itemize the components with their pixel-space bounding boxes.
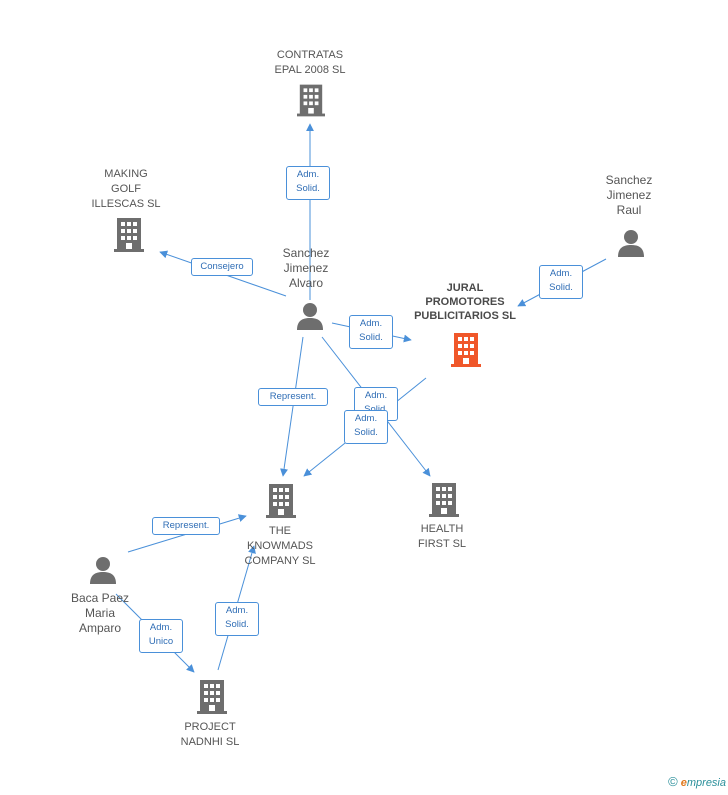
contratas-label[interactable]: CONTRATAS EPAL 2008 SL [274, 49, 346, 76]
making-golf-building-icon[interactable] [114, 218, 144, 252]
edge-label-project-knowmads: Adm. Solid. [215, 602, 259, 636]
making-golf-label[interactable]: MAKING GOLF ILLESCAS SL [91, 168, 161, 210]
knowmads-building-icon[interactable] [266, 484, 296, 518]
knowmads-label[interactable]: THE KNOWMADS COMPANY SL [244, 525, 316, 567]
health-label[interactable]: HEALTH FIRST SL [417, 523, 467, 550]
edge-label-alvaro-contratas: Adm. Solid. [286, 166, 330, 200]
edge-label-alvaro-making-golf: Consejero [191, 258, 253, 276]
edge-label-alvaro-knowmads: Represent. [258, 388, 328, 406]
contratas-building-icon[interactable] [297, 84, 325, 117]
edge-label-baca-knowmads: Represent. [152, 517, 220, 535]
edge-label-baca-project: Adm. Unico [139, 619, 183, 653]
edge-label-jural-knowmads: Adm. Solid. [344, 410, 388, 444]
project-label[interactable]: PROJECT NADNHI SL [180, 721, 240, 748]
baca-person-icon[interactable] [90, 557, 116, 584]
alvaro-person-icon[interactable] [297, 303, 323, 330]
alvaro-label[interactable]: Sanchez Jimenez Alvaro [282, 246, 330, 290]
project-building-icon[interactable] [197, 680, 227, 714]
jural-label[interactable]: JURAL PROMOTORES PUBLICITARIOS SL [414, 282, 516, 322]
raul-label[interactable]: Sanchez Jimenez Raul [605, 173, 653, 217]
edge-label-raul-jural: Adm. Solid. [539, 265, 583, 299]
baca-label[interactable]: Baca Paez Maria Amparo [70, 591, 130, 635]
edge-alvaro-knowmads [280, 336, 304, 477]
empresia-logo: © empresia [668, 774, 726, 789]
health-building-icon[interactable] [429, 483, 459, 517]
copyright-icon: © [668, 774, 678, 789]
raul-person-icon[interactable] [618, 230, 644, 257]
edge-label-alvaro-jural: Adm. Solid. [349, 315, 393, 349]
jural-building-icon[interactable] [451, 333, 481, 367]
